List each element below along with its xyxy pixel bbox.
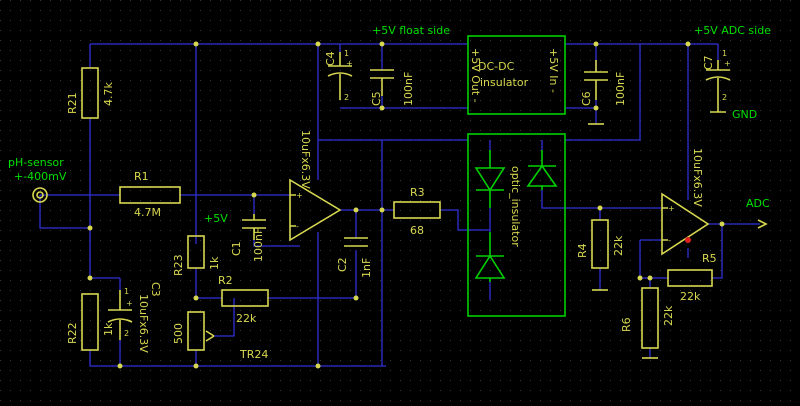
tr24-ref: TR24 [239, 348, 268, 361]
c4-value: 10uFx6.3V [299, 130, 312, 189]
sensor-name: pH-sensor [8, 156, 64, 169]
r6-ref: R6 [620, 317, 633, 332]
c7-pin1: 1 [722, 49, 727, 58]
r22-value: 1k [102, 322, 115, 336]
wires [39, 43, 760, 367]
r5-ref: R5 [702, 252, 717, 265]
c7-ref: C7 [702, 55, 715, 70]
r5-value: 22k [680, 290, 701, 303]
r23-value: 1k [208, 256, 221, 270]
opamp1-minus: - [296, 222, 299, 231]
opamp2-minus: - [668, 236, 671, 245]
c5-value: 100nF [402, 72, 415, 106]
c3-value: 10uFx6.3V [137, 294, 150, 353]
float-rail-label: +5V float side [372, 24, 450, 37]
r4-ref: R4 [576, 243, 589, 258]
r23-ref: R23 [172, 254, 185, 276]
c6-ref: C6 [580, 91, 593, 106]
r2-ref: R2 [218, 274, 233, 287]
dcdc-label-2: insulator [480, 76, 529, 89]
c3-pin-plus: + [126, 299, 133, 308]
r21-value: 4.7k [102, 82, 115, 106]
c7-pin2: 2 [722, 93, 727, 102]
dcdc-pin-out: +5V Out - [469, 48, 482, 103]
r2-value: 22k [236, 312, 257, 325]
r4-value: 22k [612, 235, 625, 256]
adc-rail-label: +5V ADC side [694, 24, 771, 37]
r3-value: 68 [410, 224, 424, 237]
c4-pin1: 1 [344, 49, 349, 58]
c3-ref: C3 [149, 282, 162, 297]
r21-ref: R21 [66, 92, 79, 114]
c1-value: 100nF [252, 228, 265, 262]
c4-ref: C4 [324, 51, 337, 66]
r3-ref: R3 [410, 186, 425, 199]
c7-value: 10uFx6.3V [691, 148, 704, 207]
r1-ref: R1 [134, 170, 149, 183]
c3-pin2: 2 [124, 329, 129, 338]
components [32, 41, 768, 369]
optic-label: optic_insulator [509, 166, 522, 247]
r6-value: 22k [662, 305, 675, 326]
dcdc-label-1: DC-DC [478, 60, 515, 73]
r22-ref: R22 [66, 322, 79, 344]
c3-pin1: 1 [124, 287, 129, 296]
adc-output-label: ADC [746, 197, 770, 210]
c6-value: 100nF [614, 72, 627, 106]
c2-value: 1nF [360, 258, 373, 278]
c5-ref: C5 [370, 91, 383, 106]
plus5v-label: +5V [204, 212, 228, 225]
sensor-range: +-400mV [14, 170, 67, 183]
tr24-value: 500 [172, 323, 185, 344]
c1-ref: C1 [230, 241, 243, 256]
c4-pin2: 2 [344, 93, 349, 102]
r1-value: 4.7M [134, 206, 161, 219]
c7-pin-plus: + [724, 59, 731, 68]
labels: +5V float side +5V ADC side +5V GND ADC … [8, 24, 771, 361]
gnd-label: GND [732, 108, 757, 121]
c2-ref: C2 [336, 257, 349, 272]
isolators [467, 35, 566, 317]
opamp2-plus: + [668, 204, 675, 213]
opamp1-plus: + [296, 191, 303, 200]
c4-pin-plus: + [346, 59, 353, 68]
dcdc-pin-in: +5V In - [547, 48, 560, 93]
